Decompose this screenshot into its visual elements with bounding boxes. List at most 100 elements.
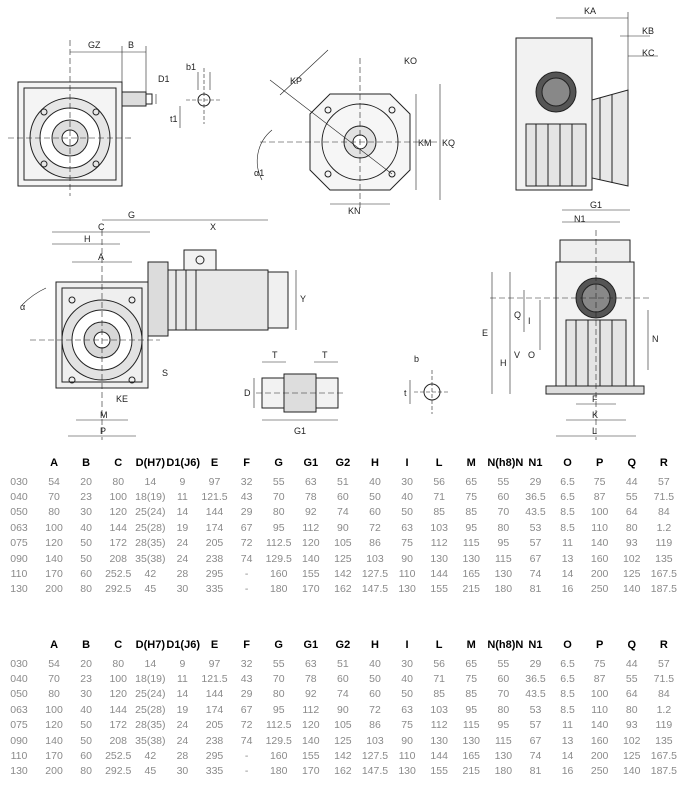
table-cell: 63: [304, 657, 317, 670]
table-cell: 8.5: [560, 703, 575, 716]
column-header: Q: [627, 457, 637, 469]
table-cell: 130: [398, 583, 416, 596]
label-t-key: t: [404, 388, 407, 398]
label-ko: KO: [404, 56, 417, 66]
table-cell: 112: [430, 537, 448, 550]
label-c: C: [98, 222, 105, 232]
table-cell: 160: [590, 734, 609, 747]
label-d1: D1: [158, 74, 170, 84]
size-cell: 130: [10, 583, 28, 596]
label-f-front: F: [592, 394, 598, 404]
column-header: R: [659, 457, 668, 469]
table-cell: 56: [433, 475, 446, 488]
table-cell: 120: [302, 537, 320, 550]
table-cell: 72: [369, 703, 381, 716]
label-g1-shaft: G1: [294, 426, 306, 436]
label-kq: KQ: [442, 138, 455, 148]
table-cell: 70: [48, 673, 60, 686]
table-cell: 44: [625, 475, 638, 488]
table-cell: 74: [240, 734, 253, 747]
table-cell: 103: [366, 552, 384, 565]
table-cell: 70: [272, 673, 285, 686]
table-cell: 115: [494, 552, 512, 565]
table-cell: 200: [45, 765, 63, 778]
table-cell: 40: [369, 657, 381, 670]
table-cell: 65: [465, 657, 478, 670]
table-cell: 43.5: [525, 688, 546, 701]
table-cell: 65: [465, 475, 478, 488]
table-cell: -: [244, 750, 249, 763]
table-cell: 135: [655, 552, 673, 565]
label-o: O: [528, 350, 535, 360]
table-cell: 215: [462, 583, 481, 596]
label-i: I: [528, 316, 531, 326]
table-cell: 67: [240, 703, 253, 716]
column-header: R: [659, 639, 668, 651]
table-cell: 140: [590, 719, 609, 732]
table-cell: 162: [334, 583, 352, 596]
table-cell: 81: [529, 765, 542, 778]
table-cell: 93: [625, 537, 638, 550]
table-cell: 172: [109, 719, 127, 732]
label-t1: t1: [170, 114, 178, 124]
table-cell: 67: [529, 552, 542, 565]
table-cell: 127.5: [361, 750, 389, 763]
table-cell: 40: [80, 703, 92, 716]
column-header: D1(J6): [166, 639, 200, 651]
table-cell: -: [244, 765, 249, 778]
label-b: B: [128, 40, 134, 50]
table-cell: 142: [334, 750, 352, 763]
table-cell: 144: [109, 703, 127, 716]
table-cell: 115: [494, 734, 512, 747]
table-cell: 74: [337, 688, 349, 701]
table-cell: 112.5: [265, 537, 292, 550]
table-cell: 102: [622, 734, 641, 747]
table-cell: 60: [337, 491, 349, 504]
table-cell: 120: [45, 719, 63, 732]
column-header: A: [50, 457, 59, 469]
table-cell: 74: [529, 568, 542, 581]
table-cell: 130: [430, 552, 448, 565]
table-cell: 155: [302, 750, 320, 763]
table-cell: 28: [176, 568, 189, 581]
view-gearbox-front-right: [490, 209, 650, 440]
table-cell: 92: [304, 506, 317, 519]
label-s: S: [162, 368, 168, 378]
table-cell: 57: [658, 475, 670, 488]
table-cell: 162: [334, 765, 352, 778]
column-header: N(h8)N: [487, 457, 524, 469]
table-cell: 80: [112, 475, 125, 488]
table-cell: 6.5: [560, 657, 575, 670]
table-cell: 18(19): [135, 491, 166, 504]
table-cell: 252.5: [105, 568, 132, 581]
table-cell: 140: [45, 734, 63, 747]
table-cell: 140: [622, 583, 641, 596]
table-cell: 205: [205, 537, 224, 550]
table-cell: 63: [401, 703, 413, 716]
table-cell: 295: [205, 750, 224, 763]
table-cell: 72: [240, 719, 253, 732]
view-gearbox-top-right: [515, 12, 658, 191]
size-cell: 090: [10, 734, 28, 747]
label-g: G: [128, 210, 135, 220]
table-cell: 74: [337, 506, 349, 519]
table-cell: 6.5: [560, 491, 575, 504]
table-cell: 147.5: [361, 765, 389, 778]
table-cell: 43: [240, 491, 253, 504]
table-cell: 130: [494, 750, 513, 763]
table-cell: 14: [144, 475, 157, 488]
table-cell: 120: [109, 506, 127, 519]
label-d-shaft: D: [244, 388, 251, 398]
table-cell: 140: [622, 765, 641, 778]
table-cell: 140: [590, 537, 609, 550]
label-t-left: T: [272, 350, 278, 360]
table-cell: 80: [497, 703, 510, 716]
table-cell: 67: [240, 521, 253, 534]
table-cell: 16: [561, 583, 574, 596]
